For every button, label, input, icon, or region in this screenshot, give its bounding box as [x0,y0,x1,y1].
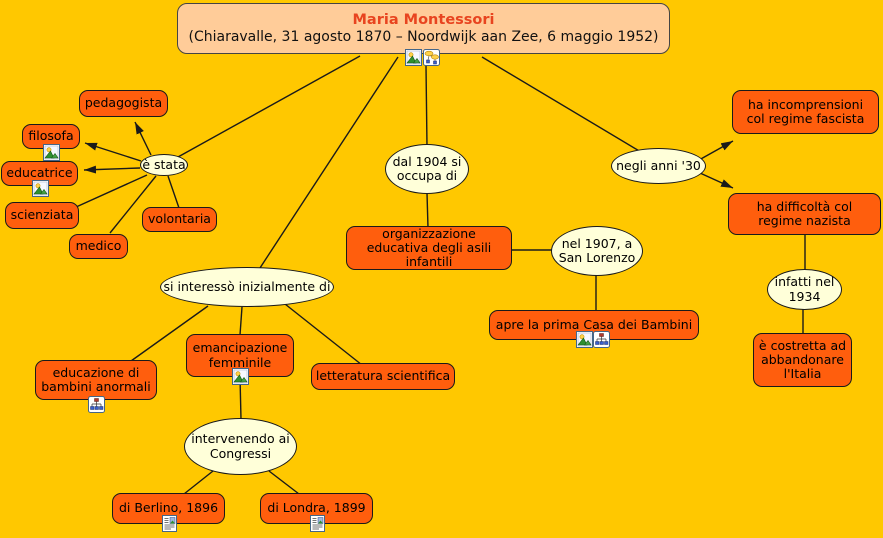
connector-negli_anni-fascista [698,140,734,161]
concept-costretta-abbandonare-italia[interactable]: è costretta ad abbandonare l'Italia [753,333,852,387]
connector-root-si_interesso [257,56,399,272]
phrase-negli-anni-30[interactable]: negli anni '30 [611,148,706,184]
connector-si_interesso-educazione [130,305,209,362]
concept-organizzazione-educativa[interactable]: organizzazione educativa degli asili inf… [346,226,512,270]
image-icon[interactable] [232,368,249,385]
concept-educazione-bambini-anormali[interactable]: educazione di bambini anormali [35,360,157,400]
concept-map-icon[interactable] [423,49,440,66]
concept-subtitle: (Chiaravalle, 31 agosto 1870 – Noordwijk… [188,29,659,45]
connector-e_stata-volontaria [167,175,180,209]
image-icon[interactable] [32,180,49,197]
connector-e_stata-educatrice [83,165,141,174]
concept-letteratura-scientifica[interactable]: letteratura scientifica [311,363,455,390]
connector-root-negli_anni [481,56,647,156]
concept-map-icon[interactable] [593,331,610,348]
connector-e_stata-filosofa [84,142,142,162]
concept-title: Maria Montessori [352,12,495,28]
connector-e_stata-medico [109,175,157,234]
connector-si_interesso-emancipazione [239,306,243,336]
phrase-si-interesso-inizialmente-di[interactable]: si interessò inizialmente di [160,267,334,307]
connector-intervenendo-berlino [183,470,214,495]
connector-root-dal_1904 [425,65,428,148]
concept-map-icon[interactable] [88,396,105,413]
image-icon[interactable] [405,49,422,66]
connector-e_stata-pedagogista [134,121,152,156]
phrase-nel-1907-a-san-lorenzo[interactable]: nel 1907, a San Lorenzo [551,226,643,276]
connector-intervenendo-londra [268,470,300,495]
phrase-intervenendo-ai-congressi[interactable]: intervenendo ai Congressi [184,418,297,475]
concept-pedagogista[interactable]: pedagogista [79,90,168,117]
concept-medico[interactable]: medico [69,234,128,259]
image-icon[interactable] [576,331,593,348]
document-icon[interactable] [309,515,326,532]
connector-dal_1904-organizzazione [426,192,429,229]
phrase-infatti-nel-1934[interactable]: infatti nel 1934 [767,269,842,310]
concept-volontaria[interactable]: volontaria [142,207,217,232]
document-icon[interactable] [161,515,178,532]
concept-maria-montessori[interactable]: Maria Montessori (Chiaravalle, 31 agosto… [177,3,670,54]
concept-incomprensioni-regime-fascista[interactable]: ha incomprensioni col regime fascista [732,90,879,134]
connector-negli_anni-nazista [699,172,734,189]
connector-root-e_stata [177,55,361,158]
connector-si_interesso-letteratura [284,303,363,366]
image-icon[interactable] [43,144,60,161]
concept-difficolta-regime-nazista[interactable]: ha difficoltà col regime nazista [728,193,881,235]
concept-scienziata[interactable]: scienziata [5,202,79,229]
phrase-dal-1904-si-occupa-di[interactable]: dal 1904 si occupa di [385,144,469,194]
connector-e_stata-scienziata [64,174,148,213]
phrase-e-stata[interactable]: è stata [140,154,188,176]
